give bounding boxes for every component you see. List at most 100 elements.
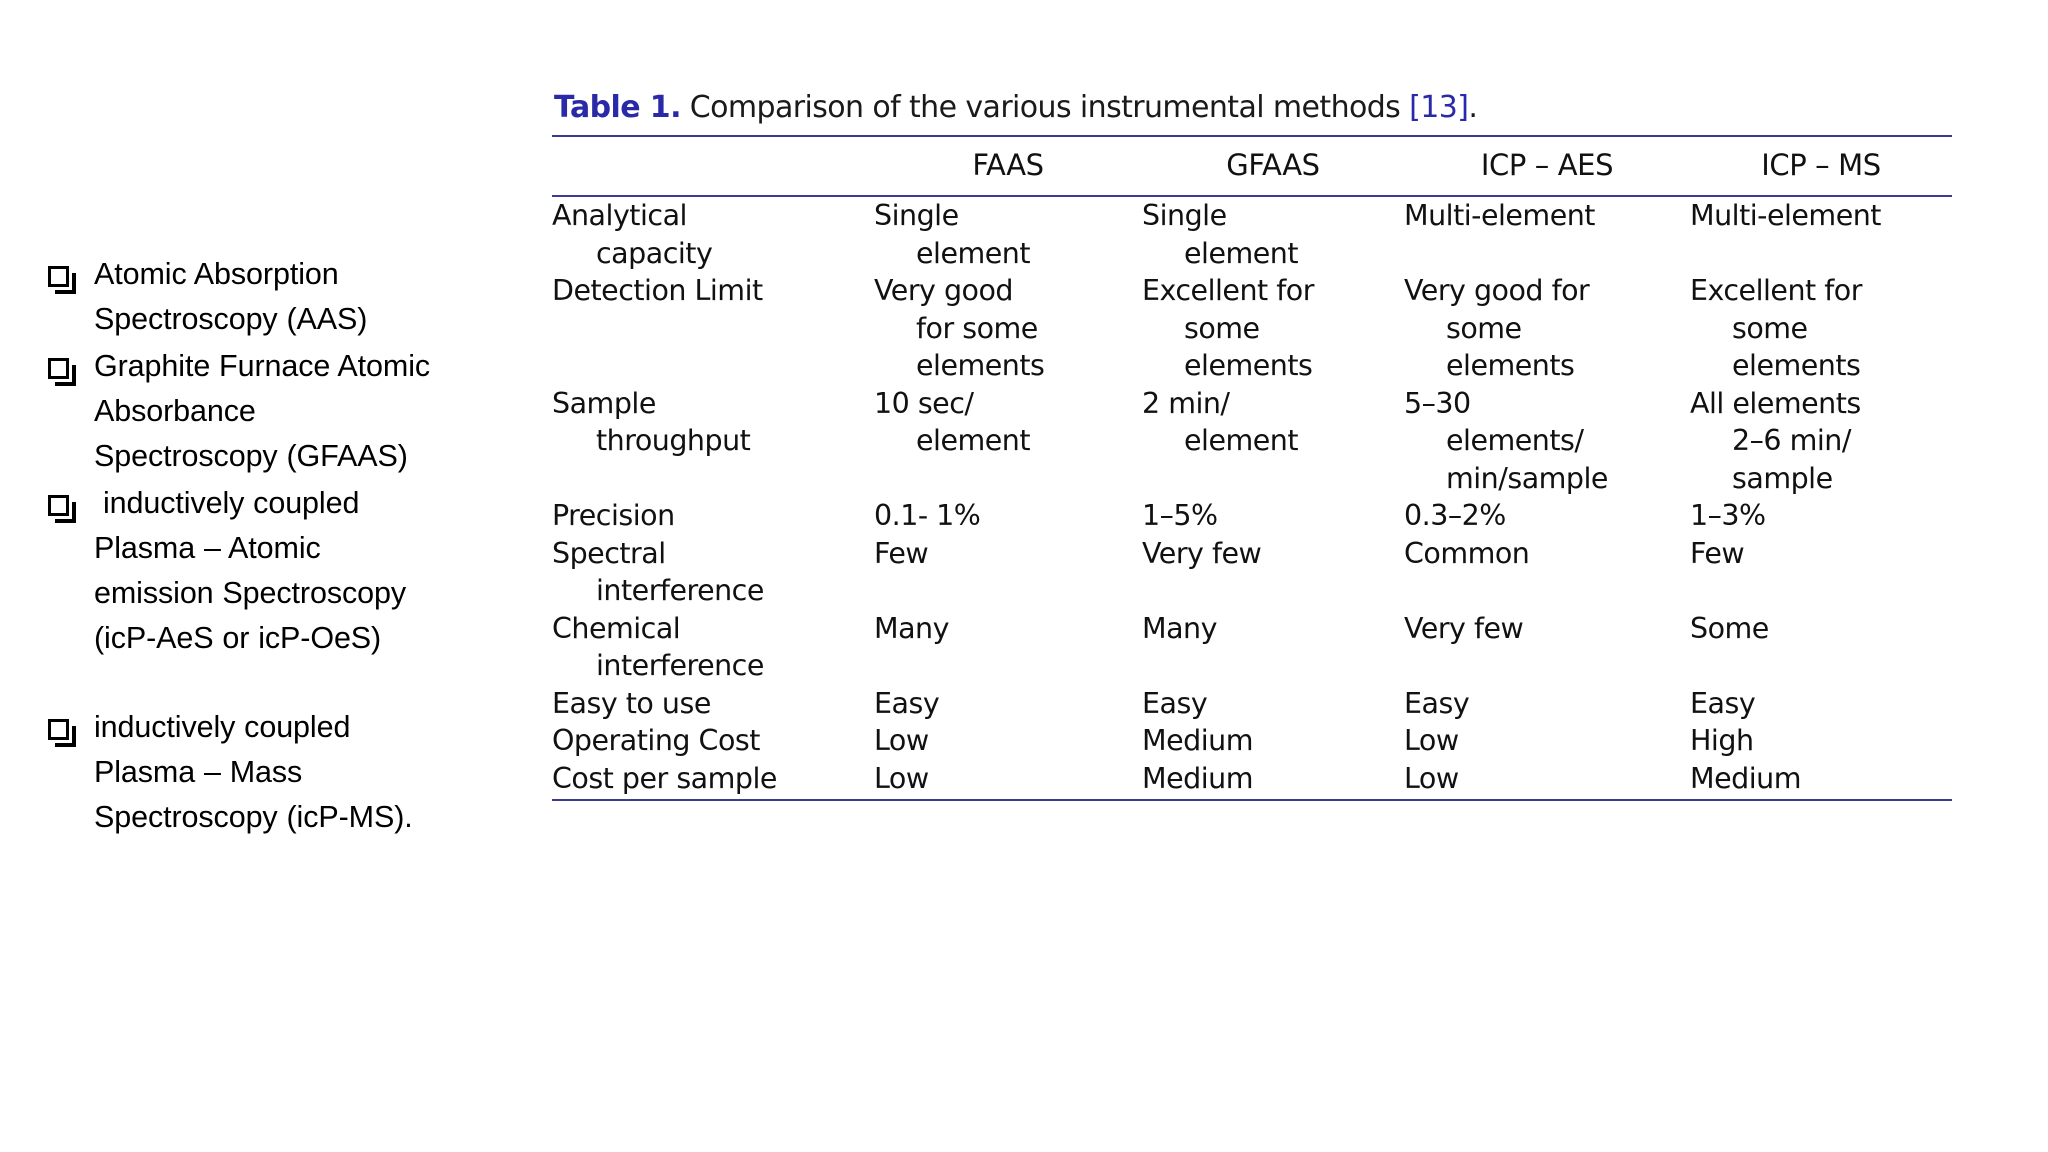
list-item: inductively coupled Plasma – Atomic emis… (48, 481, 518, 661)
cell-line: Common (1404, 536, 1530, 570)
cell-line: High (1690, 724, 1754, 757)
cell-line: Some (1690, 611, 1769, 645)
cell-faas: Many (874, 610, 1142, 685)
cell-line: 10 sec/ (874, 386, 974, 420)
col-header-gfaas: GFAAS (1226, 148, 1320, 182)
bullet-list: Atomic Absorption Spectroscopy (AAS) Grap… (48, 252, 518, 842)
cell-icp-ms: 1–3% (1690, 497, 1952, 535)
bullet-box-shape (48, 266, 76, 294)
cell-faas: Single element (874, 197, 1142, 272)
cell-faas: Few (874, 535, 1142, 610)
cell-line: some (1184, 311, 1260, 345)
cell-line: capacity (596, 236, 713, 270)
table-top-rule (552, 135, 1952, 137)
cell-line: Easy (874, 686, 940, 720)
list-item-label: Graphite Furnace Atomic Absorbance Spect… (94, 349, 431, 473)
cell-faas: 10 sec/element (874, 385, 1142, 498)
cell-line: sample (1732, 461, 1833, 495)
bullet-box-shape (48, 495, 76, 523)
cell-line: Detection Limit (552, 274, 763, 307)
cell-icp-aes: Low (1404, 722, 1690, 760)
cell-line: elements (1446, 349, 1575, 382)
row-label: Detection Limit (552, 272, 874, 385)
cell-line: element (916, 424, 1031, 457)
row-label: Cost per sample (552, 760, 874, 798)
cell-faas: Easy (874, 685, 1142, 723)
cell-line: Few (1690, 536, 1745, 570)
list-item: inductively coupled Plasma – Mass Spectr… (48, 705, 518, 840)
table-header: FAAS GFAAS ICP – AES ICP – MS (552, 137, 1952, 195)
cell-line: Easy (1690, 686, 1756, 720)
cell-line: Very few (1404, 611, 1524, 645)
hollow-square-bullet-icon (48, 705, 94, 747)
cell-faas: Low (874, 760, 1142, 798)
cell-line: Low (874, 761, 929, 795)
cell-gfaas: Easy (1142, 685, 1404, 723)
comparison-table: FAAS GFAAS ICP – AES ICP – MS (552, 137, 1952, 195)
table-bottom-rule (552, 799, 1952, 801)
cell-line: Low (1404, 761, 1459, 795)
hollow-square-bullet-icon (48, 481, 94, 523)
cell-line: Low (1404, 724, 1459, 757)
cell-gfaas: Medium (1142, 760, 1404, 798)
cell-line: Operating Cost (552, 724, 760, 757)
cell-line: All elements (1690, 386, 1861, 420)
cell-line: element (916, 236, 1031, 270)
row-label: Sample throughput (552, 385, 874, 498)
table-header-rule (552, 195, 1952, 197)
list-item-label: Atomic Absorption Spectroscopy (AAS) (94, 257, 368, 336)
cell-line: for some (916, 311, 1038, 345)
cell-icp-aes: Multi-element (1404, 197, 1690, 272)
cell-icp-aes: Common (1404, 535, 1690, 610)
col-header-blank (552, 137, 874, 195)
col-header-icp-aes: ICP – AES (1480, 148, 1614, 182)
cell-gfaas: Many (1142, 610, 1404, 685)
cell-line: Sample (552, 386, 656, 420)
cell-line: Easy to use (552, 686, 711, 720)
cell-line: interference (596, 574, 764, 607)
cell-line: Low (874, 724, 929, 757)
cell-line: element (1184, 236, 1299, 270)
cell-icp-ms: Medium (1690, 760, 1952, 798)
table-caption-period: . (1468, 90, 1478, 125)
cell-line: Many (1142, 611, 1217, 645)
cell-gfaas: Medium (1142, 722, 1404, 760)
row-label: Operating Cost (552, 722, 874, 760)
list-item-label: inductively coupled Plasma – Mass Spectr… (94, 710, 413, 834)
cell-gfaas: 2 min/element (1142, 385, 1404, 498)
list-item: Atomic Absorption Spectroscopy (AAS) (48, 252, 518, 342)
list-item: Graphite Furnace Atomic Absorbance Spect… (48, 344, 518, 479)
cell-line: Few (874, 536, 929, 570)
table-container: Table 1. Comparison of the various instr… (552, 88, 1952, 801)
cell-icp-ms: Easy (1690, 685, 1952, 723)
cell-line: Easy (1142, 686, 1208, 720)
cell-line: 2–6 min/ (1732, 424, 1851, 457)
cell-line: throughput (596, 424, 751, 457)
cell-icp-ms: Few (1690, 535, 1952, 610)
cell-line: Single (874, 199, 959, 232)
cell-line: Chemical (552, 611, 681, 645)
table-caption-label: Table 1. (554, 90, 681, 125)
cell-line: some (1446, 311, 1522, 345)
cell-line: 0.1- 1% (874, 499, 981, 532)
cell-line: 2 min/ (1142, 386, 1230, 420)
cell-icp-ms: Multi-element (1690, 197, 1952, 272)
cell-icp-aes: 0.3–2% (1404, 497, 1690, 535)
cell-line: 0.3–2% (1404, 499, 1506, 532)
row-label: Precision (552, 497, 874, 535)
cell-icp-aes: Easy (1404, 685, 1690, 723)
cell-line: Medium (1142, 761, 1253, 795)
